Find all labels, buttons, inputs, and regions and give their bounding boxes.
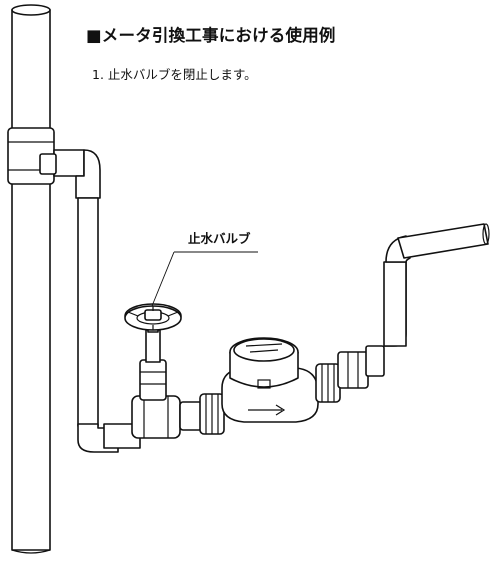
branch-elbow-top: [39, 149, 101, 199]
stop-valve: [124, 303, 182, 439]
valve-to-meter-union: [179, 393, 225, 435]
water-meter: [221, 337, 319, 423]
meter-to-riser-union: [315, 345, 385, 403]
drop-pipe: [77, 197, 99, 427]
valve-label-leader: [151, 251, 258, 307]
outlet-riser: [383, 223, 490, 347]
valve-handwheel-icon: [124, 303, 182, 331]
section-title: ■メータ引換工事における使用例: [86, 26, 336, 45]
instruction-step: 1. 止水バルブを閉止します。: [92, 67, 257, 82]
valve-label: 止水バルブ: [188, 231, 251, 246]
main-vertical-pipe: [11, 4, 51, 554]
